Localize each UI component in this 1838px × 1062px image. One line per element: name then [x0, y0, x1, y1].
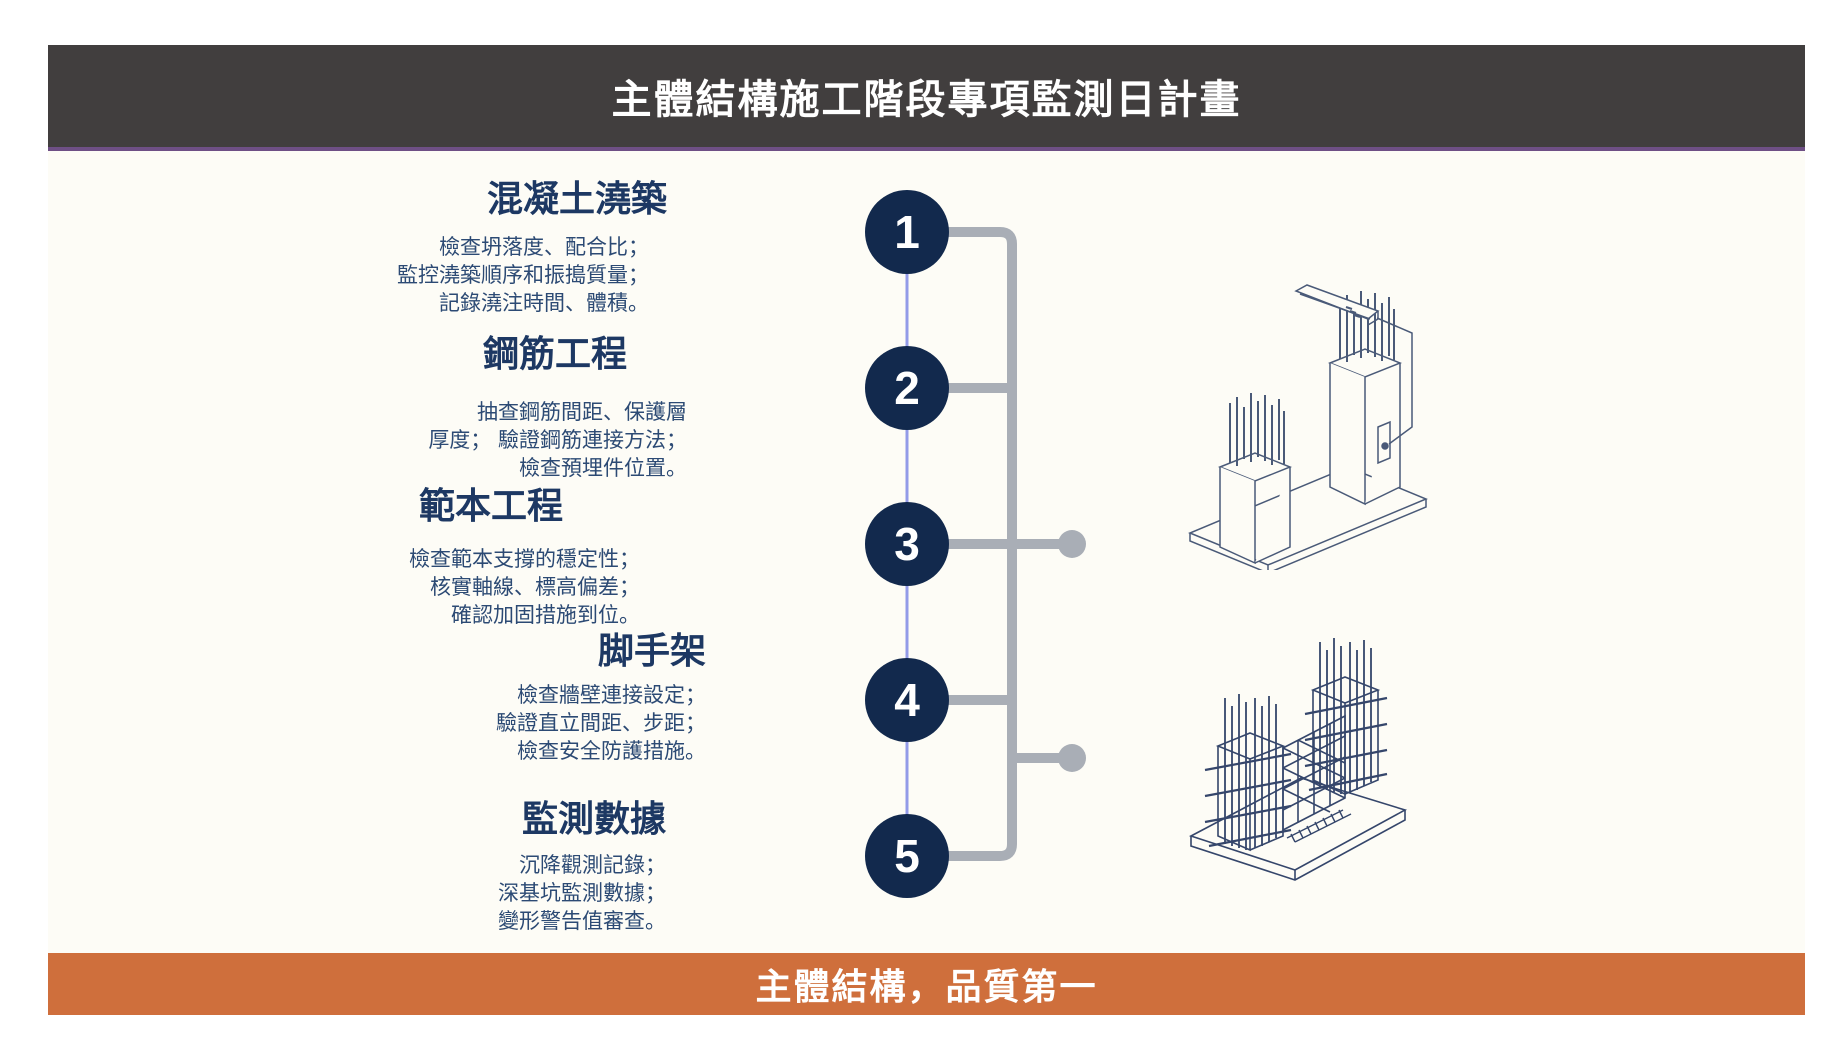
step-section-1: 混凝土澆築 檢查坍落度、配合比； 監控澆築順序和振搗質量； 記錄澆注時間、體積。	[289, 181, 667, 317]
step-section-4: 脚手架 檢查牆壁連接設定； 驗證直立間距、步距； 檢查安全防護措施。	[346, 633, 706, 765]
step-2-title: 鋼筋工程	[482, 333, 627, 375]
step-1-badge: 1	[865, 190, 949, 274]
rebar-columns-sensor-illustration	[1188, 284, 1428, 570]
step-1-title: 混凝土澆築	[486, 178, 667, 220]
timeline-node-dot	[1058, 530, 1086, 558]
step-2-badge: 2	[865, 346, 949, 430]
step-section-2: 鋼筋工程 抽查鋼筋間距、保護層 厚度； 驗證鋼筋連接方法； 檢查預埋件位置。	[327, 336, 687, 482]
step-1-description: 檢查坍落度、配合比； 監控澆築順序和振搗質量； 記錄澆注時間、體積。	[397, 235, 649, 315]
timeline-node-dot	[1058, 744, 1086, 772]
rebar-wall-cage-illustration	[1188, 638, 1408, 881]
step-3-title: 範本工程	[418, 485, 563, 527]
step-3-badge: 3	[865, 502, 949, 586]
step-5-badge: 5	[865, 814, 949, 898]
footer-bar: 主體結構，品質第一	[48, 953, 1805, 1015]
slide: 主體結構施工階段專項監測日計畫 混凝土澆築 檢查坍落度、配合比； 監控澆築順序和…	[48, 45, 1805, 1015]
header-bar: 主體結構施工階段專項監測日計畫	[48, 45, 1805, 151]
step-section-5: 監測數據 沉降觀測記錄； 深基坑監測數據； 變形警告值審查。	[306, 801, 666, 935]
step-3-description: 檢查範本支撐的穩定性； 核實軸線、標高偏差； 確認加固措施到位。	[409, 547, 640, 627]
step-4-title: 脚手架	[597, 630, 706, 672]
step-2-description: 抽查鋼筋間距、保護層 厚度； 驗證鋼筋連接方法； 檢查預埋件位置。	[428, 400, 687, 480]
step-section-3: 範本工程 檢查範本支撐的穩定性； 核實軸線、標高偏差； 確認加固措施到位。	[280, 488, 640, 629]
step-4-description: 檢查牆壁連接設定； 驗證直立間距、步距； 檢查安全防護措施。	[496, 683, 706, 763]
step-4-badge: 4	[865, 658, 949, 742]
footer-slogan: 主體結構，品質第一	[755, 966, 1098, 1007]
page-title: 主體結構施工階段專項監測日計畫	[611, 78, 1242, 122]
step-5-title: 監測數據	[521, 798, 666, 840]
step-5-description: 沉降觀測記錄； 深基坑監測數據； 變形警告值審查。	[498, 853, 666, 933]
